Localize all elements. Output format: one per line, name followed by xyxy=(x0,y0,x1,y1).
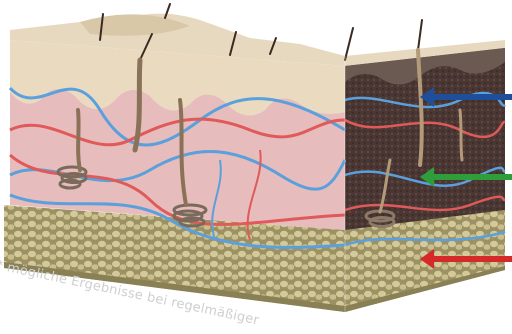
dermis-side-block xyxy=(345,48,505,235)
